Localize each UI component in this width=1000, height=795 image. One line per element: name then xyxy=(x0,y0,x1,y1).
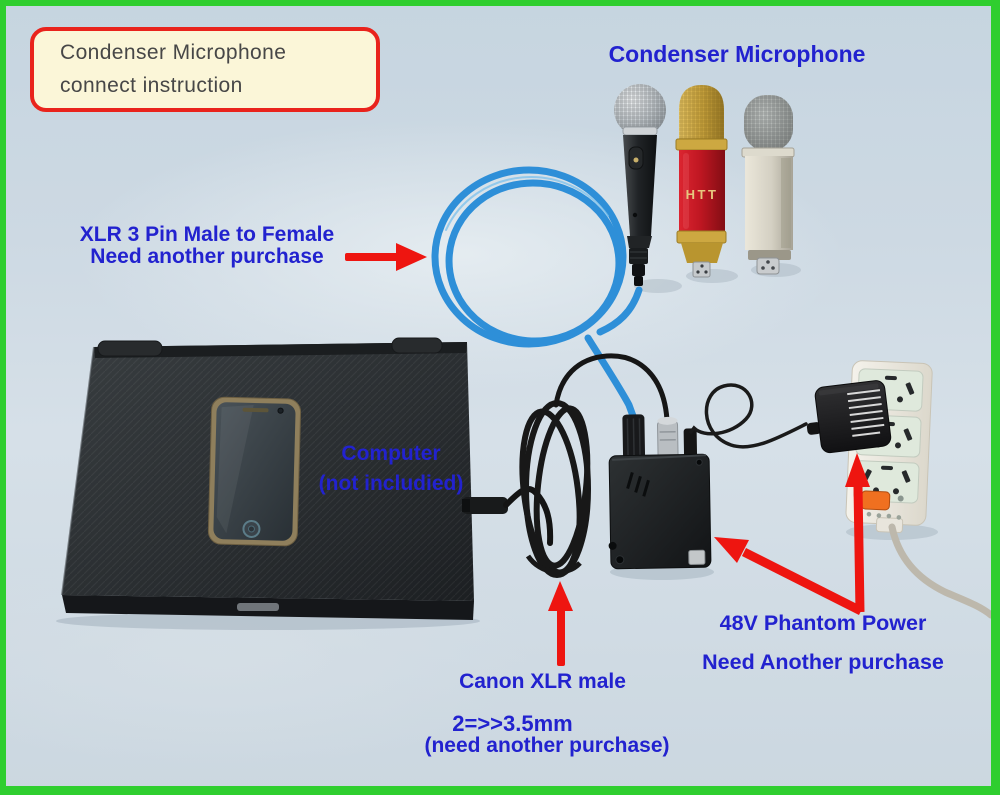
label-phantom-power-line2: Need Another purchase xyxy=(702,650,944,674)
instruction-box-line1: Condenser Microphone xyxy=(60,41,287,64)
laptop-hinge-right xyxy=(391,337,443,354)
smartphone xyxy=(207,396,302,547)
laptop-hinge-left xyxy=(97,340,163,357)
red-mic-body xyxy=(679,150,725,232)
red-mic-brand-text: HTT xyxy=(686,187,719,202)
label-adapter-plug-line1: 2=>>3.5mm xyxy=(452,711,573,736)
mini-jack-plug xyxy=(462,497,508,514)
annotation-arrows xyxy=(345,243,870,666)
title-condenser-microphone: Condenser Microphone xyxy=(608,41,866,67)
red-mic-connector xyxy=(692,261,711,278)
smartphone-screen xyxy=(213,402,296,541)
label-xlr-cable-line2: Need another purchase xyxy=(90,245,324,268)
smartphone-camera xyxy=(277,407,284,414)
label-computer: Computer (not includied) xyxy=(300,439,482,499)
black-coiled-cable xyxy=(462,353,670,578)
label-computer-line1: Computer xyxy=(341,442,441,465)
blue-xlr-cable xyxy=(431,166,643,420)
silver-condenser-mic xyxy=(741,95,795,275)
silver-mic-connector xyxy=(756,257,780,275)
adapter-label-lines xyxy=(847,389,885,437)
phantom-power-box-body xyxy=(608,453,712,570)
red-arrow-right-icon xyxy=(345,243,427,271)
label-phantom-power: 48V Phantom Power Need Another purchase xyxy=(666,611,980,675)
label-xlr-cable: XLR 3 Pin Male to Female Need another pu… xyxy=(42,224,372,268)
smartphone-speaker xyxy=(242,407,269,413)
handheld-mic-xlr-adapter xyxy=(629,248,648,264)
label-canon-xlr: Canon XLR male xyxy=(459,670,626,693)
red-arrow-up-left-icon xyxy=(714,537,864,616)
label-computer-line2: (not includied) xyxy=(318,472,464,495)
label-xlr-cable-line1: XLR 3 Pin Male to Female xyxy=(79,223,335,246)
laptop-latch xyxy=(237,603,279,611)
power-strip-switch xyxy=(860,490,891,511)
power-adapter xyxy=(806,380,892,454)
red-condenser-mic: HTT xyxy=(675,85,728,278)
power-strip-cord xyxy=(888,523,995,619)
red-arrow-up-long-icon xyxy=(845,453,870,613)
instruction-box-line2: connect instruction xyxy=(60,74,243,97)
handheld-mic xyxy=(614,84,666,286)
instruction-box: Condenser Microphone connect instruction xyxy=(30,27,380,112)
adapter-power-cable xyxy=(689,383,808,449)
silver-mic-body xyxy=(745,156,793,250)
label-phantom-power-line1: 48V Phantom Power xyxy=(719,611,927,635)
label-adapter-plug-line2: (need another purchase) xyxy=(424,734,670,757)
red-arrow-up-icon xyxy=(548,581,573,666)
phantom-power-box xyxy=(608,414,712,570)
phantom-power-box-button xyxy=(688,549,706,565)
dc-power-plug xyxy=(683,428,698,459)
